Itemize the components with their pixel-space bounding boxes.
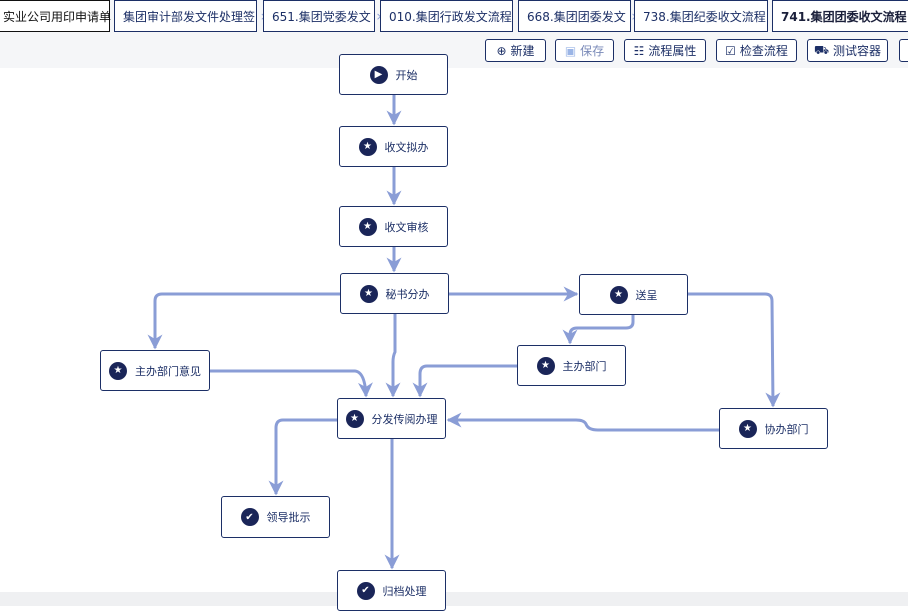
tab-label: 010.集团行政发文流程: [389, 9, 512, 24]
node-archive[interactable]: ✔ 归档处理: [337, 570, 446, 611]
node-assist[interactable]: ★ 协办部门: [719, 408, 828, 449]
button-label: 流程属性: [648, 44, 697, 58]
tab-active[interactable]: 741.集团团委收文流程×: [772, 0, 908, 32]
tab-label: 738.集团纪委收文流程: [643, 9, 766, 24]
node-main-dept[interactable]: ★ 主办部门: [517, 345, 626, 386]
button-label: 保存: [580, 44, 605, 58]
tab-label: 651.集团党委发文: [272, 9, 371, 24]
check-flow-button[interactable]: ☑检查流程: [716, 39, 797, 62]
canvas-bottom-bar: [0, 592, 908, 606]
node-label: 收文拟办: [384, 140, 429, 154]
tab[interactable]: 668.集团团委发文×: [518, 0, 640, 32]
button-label: 检查流程: [739, 44, 788, 58]
test-container-button[interactable]: ⛟测试容器: [807, 39, 888, 62]
star-icon: ★: [359, 284, 378, 303]
node-start[interactable]: ▶ 开始: [339, 54, 448, 95]
button-label: 新建: [510, 44, 535, 58]
edge: [562, 315, 635, 345]
tab-label: 集团审计部发文件处理签: [123, 9, 256, 24]
flow-properties-button[interactable]: ☷流程属性: [624, 39, 706, 62]
edge: [385, 314, 401, 398]
tab-label: 741.集团团委收文流程: [781, 9, 907, 24]
node-label: 送呈: [635, 288, 658, 302]
node-draft[interactable]: ★ 收文拟办: [339, 126, 448, 167]
tab[interactable]: 实业公司用印申请单×: [0, 0, 125, 32]
edge: [268, 418, 337, 496]
star-icon: ★: [536, 356, 555, 375]
node-leader[interactable]: ✔ 领导批示: [221, 496, 330, 538]
tab[interactable]: 集团审计部发文件处理签×: [114, 0, 269, 32]
check-icon: ✔: [356, 581, 375, 600]
edge: [210, 369, 373, 398]
star-icon: ★: [345, 409, 364, 428]
cart-icon: ⛟: [813, 42, 830, 57]
play-icon: ▶: [369, 65, 388, 84]
node-submit[interactable]: ★ 送呈: [579, 274, 688, 315]
tab[interactable]: 010.集团行政发文流程×: [380, 0, 526, 32]
node-distribute[interactable]: ★ 分发传阅办理: [337, 398, 446, 439]
node-label: 协办部门: [764, 422, 809, 436]
node-label: 收文审核: [384, 220, 429, 234]
save-icon: ▣: [564, 43, 577, 58]
node-label: 领导批示: [266, 511, 311, 524]
button-label: 测试容器: [833, 44, 882, 58]
star-icon: ★: [738, 419, 757, 438]
save-button[interactable]: ▣保存: [555, 39, 614, 62]
tab[interactable]: 738.集团纪委收文流程×: [634, 0, 780, 32]
node-label: 开始: [395, 68, 418, 82]
star-icon: ★: [358, 217, 377, 236]
star-icon: ★: [609, 285, 628, 304]
tab-label: 668.集团团委发文: [527, 9, 626, 24]
node-main-opinion[interactable]: ★ 主办部门意见: [100, 350, 210, 391]
edge: [688, 292, 781, 408]
node-label: 秘书分办: [385, 287, 430, 301]
star-icon: ★: [109, 361, 127, 380]
form-icon: ☷: [633, 43, 645, 58]
node-label: 分发传阅办理: [371, 412, 438, 426]
star-icon: ★: [358, 137, 377, 156]
edge: [446, 412, 719, 432]
checkbox-icon: ☑: [725, 43, 736, 58]
new-button[interactable]: ⊕新建: [485, 39, 546, 62]
edge: [412, 364, 517, 398]
node-label: 主办部门: [562, 359, 607, 373]
node-label: 归档处理: [382, 584, 427, 598]
tab-label: 实业公司用印申请单: [3, 9, 112, 24]
node-label: 主办部门意见: [135, 364, 201, 378]
check-icon: ✔: [240, 508, 259, 526]
edge: [147, 292, 340, 350]
plus-circle-icon: ⊕: [496, 43, 507, 58]
more-button[interactable]: [899, 39, 908, 62]
node-secretary[interactable]: ★ 秘书分办: [340, 273, 449, 314]
node-review[interactable]: ★ 收文审核: [339, 206, 448, 247]
